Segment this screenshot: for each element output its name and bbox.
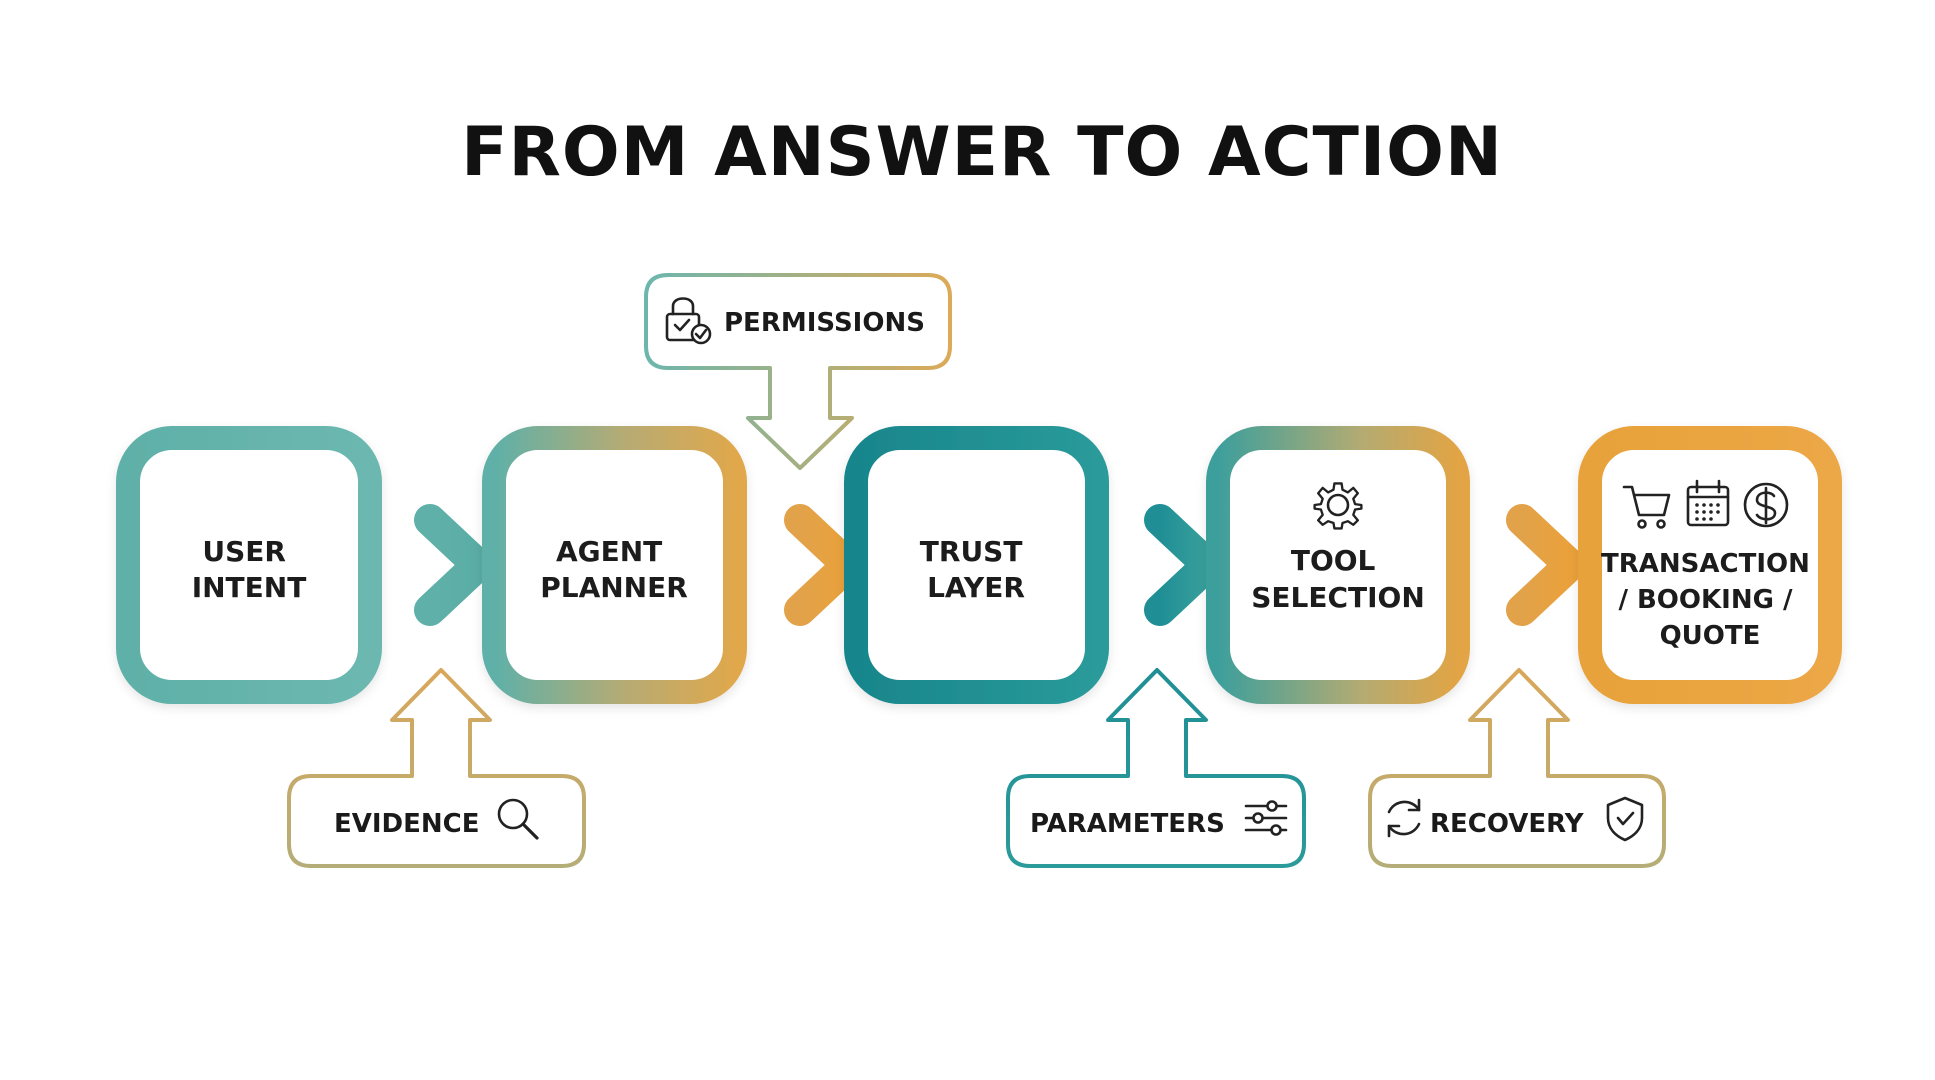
- node-label: AGENT PLANNER: [540, 535, 688, 604]
- callout-parameters: PARAMETERS: [1006, 668, 1306, 868]
- callout-label: RECOVERY: [1430, 809, 1585, 839]
- node-user-intent: USER INTENT: [116, 426, 382, 704]
- callout-label: PARAMETERS: [1030, 809, 1225, 839]
- callout-label: PERMISSIONS: [724, 308, 925, 338]
- callout-evidence: EVIDENCE: [287, 668, 586, 868]
- flow-arrow-1: [354, 504, 494, 626]
- node-agent-planner: AGENT PLANNER: [482, 426, 747, 704]
- node-label: TRANSACTION / BOOKING / QUOTE: [1601, 549, 1819, 651]
- node-label: TOOL SELECTION: [1251, 544, 1425, 614]
- node-label: TRUST LAYER: [920, 535, 1032, 604]
- sliders-icon: [1244, 800, 1288, 836]
- callout-recovery: RECOVERY: [1368, 668, 1666, 868]
- magnifier-icon: [497, 798, 539, 840]
- dollar-icon: [1743, 482, 1789, 528]
- node-trust-layer: TRUST LAYER: [844, 426, 1109, 704]
- page-title: FROM ANSWER TO ACTION: [461, 113, 1503, 192]
- refresh-icon: [1387, 798, 1421, 838]
- flow-arrow-3: [1081, 504, 1224, 626]
- gear-icon: [1313, 482, 1363, 530]
- callout-permissions: PERMISSIONS: [644, 273, 952, 470]
- flow-arrow-2: [719, 504, 864, 626]
- callout-label: EVIDENCE: [334, 809, 480, 839]
- lock-check-icon: [665, 297, 712, 345]
- shield-check-icon: [1606, 796, 1644, 842]
- flow-arrow-4: [1442, 504, 1586, 626]
- calendar-icon: [1686, 479, 1730, 527]
- node-transaction: TRANSACTION / BOOKING / QUOTE: [1578, 426, 1842, 704]
- node-tool-selection: TOOL SELECTION: [1206, 426, 1470, 704]
- node-label: USER INTENT: [192, 535, 307, 604]
- cart-icon: [1622, 485, 1671, 529]
